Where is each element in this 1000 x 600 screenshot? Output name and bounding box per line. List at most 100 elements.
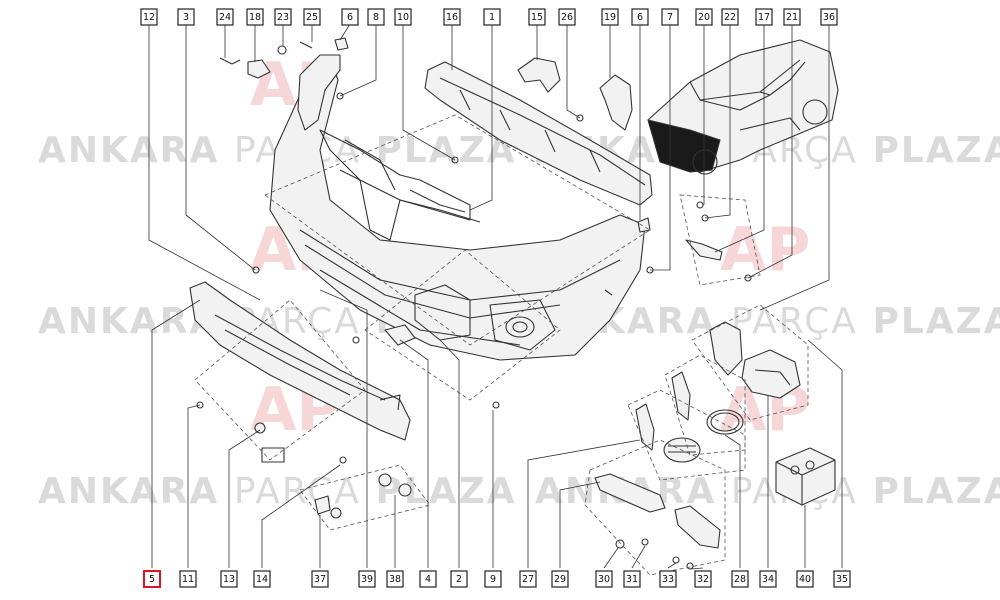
fog-lamp-seal	[706, 409, 744, 435]
callout-label: 38	[389, 574, 401, 585]
callout-box	[659, 570, 677, 588]
callout-box	[143, 570, 161, 588]
callout-36: 36	[820, 8, 838, 26]
callout-label: 7	[667, 12, 673, 23]
callout-box	[483, 8, 501, 26]
watermark-row-3: ANKARA PARÇA PLAZA ANKARA PARÇA PLAZA	[38, 471, 1000, 512]
callout-40: 40	[796, 570, 814, 588]
callout-label: 21	[786, 12, 798, 23]
callout-box	[595, 570, 613, 588]
callout-label: 28	[734, 574, 746, 585]
callout-box	[519, 570, 537, 588]
callout-box	[358, 570, 376, 588]
callout-31: 31	[623, 570, 641, 588]
callout-label: 9	[490, 574, 496, 585]
callout-box	[601, 8, 619, 26]
callout-label: 6	[347, 12, 353, 23]
clip-kit-box	[775, 447, 836, 506]
callout-box	[341, 8, 359, 26]
callout-label: 25	[306, 12, 318, 23]
callout-box	[820, 8, 838, 26]
callout-5: 5	[143, 570, 161, 588]
callout-box	[783, 8, 801, 26]
callout-19: 19	[601, 8, 619, 26]
callout-box	[386, 570, 404, 588]
callout-label: 11	[182, 574, 194, 585]
lower-grille-insert	[414, 284, 471, 341]
callout-23: 23	[274, 8, 292, 26]
callout-label: 24	[219, 12, 231, 23]
side-bracket	[297, 54, 341, 131]
callout-label: 5	[149, 574, 155, 585]
callout-box	[528, 8, 546, 26]
callout-label: 31	[626, 574, 638, 585]
callout-box	[216, 8, 234, 26]
callout-34: 34	[759, 570, 777, 588]
callout-box	[246, 8, 264, 26]
callout-28: 28	[731, 570, 749, 588]
callout-label: 4	[425, 574, 431, 585]
callout-label: 20	[698, 12, 710, 23]
callout-box	[558, 8, 576, 26]
callout-box	[177, 8, 195, 26]
callout-label: 36	[823, 12, 835, 23]
callout-7: 7	[661, 8, 679, 26]
callout-18: 18	[246, 8, 264, 26]
trim-insert	[384, 324, 416, 346]
callout-box	[721, 8, 739, 26]
side-strip-2	[635, 403, 655, 451]
callout-label: 1	[489, 12, 495, 23]
callout-3: 3	[177, 8, 195, 26]
callout-box	[443, 8, 461, 26]
callout-box	[551, 570, 569, 588]
callout-label: 22	[724, 12, 736, 23]
callout-label: 17	[758, 12, 770, 23]
callout-label: 34	[762, 574, 774, 585]
callout-label: 13	[223, 574, 235, 585]
parts-drawing	[148, 23, 843, 576]
callout-box	[253, 570, 271, 588]
callout-label: 32	[697, 574, 709, 585]
callout-label: 2	[456, 574, 462, 585]
front-bumper-cover	[269, 59, 646, 361]
callout-label: 19	[604, 12, 616, 23]
callout-2: 2	[450, 570, 468, 588]
callout-box	[661, 8, 679, 26]
callout-29: 29	[551, 570, 569, 588]
fog-lamp-seal-inner	[710, 412, 740, 432]
callout-box	[311, 570, 329, 588]
callout-9: 9	[484, 570, 502, 588]
callout-26: 26	[558, 8, 576, 26]
callout-label: 33	[662, 574, 674, 585]
callout-38: 38	[386, 570, 404, 588]
callout-box	[367, 8, 385, 26]
callout-box	[731, 570, 749, 588]
callout-box	[303, 8, 321, 26]
screw-26	[576, 114, 584, 122]
callout-label: 12	[143, 12, 155, 23]
callout-label: 18	[249, 12, 261, 23]
callout-10: 10	[394, 8, 412, 26]
leader-lines	[148, 23, 830, 311]
callout-box	[755, 8, 773, 26]
callout-box	[695, 8, 713, 26]
callout-20: 20	[695, 8, 713, 26]
dashed-groups	[194, 114, 809, 576]
callout-17: 17	[755, 8, 773, 26]
callout-box	[220, 570, 238, 588]
callout-box	[484, 570, 502, 588]
callout-8: 8	[367, 8, 385, 26]
callout-33: 33	[659, 570, 677, 588]
callout-box	[140, 8, 158, 26]
callout-box	[394, 8, 412, 26]
callout-32: 32	[694, 570, 712, 588]
fasteners	[196, 92, 752, 570]
callout-box	[274, 8, 292, 26]
grille-frame	[319, 129, 481, 241]
leader-lines-bottom	[151, 289, 843, 570]
callout-label: 16	[446, 12, 458, 23]
callout-box	[694, 570, 712, 588]
